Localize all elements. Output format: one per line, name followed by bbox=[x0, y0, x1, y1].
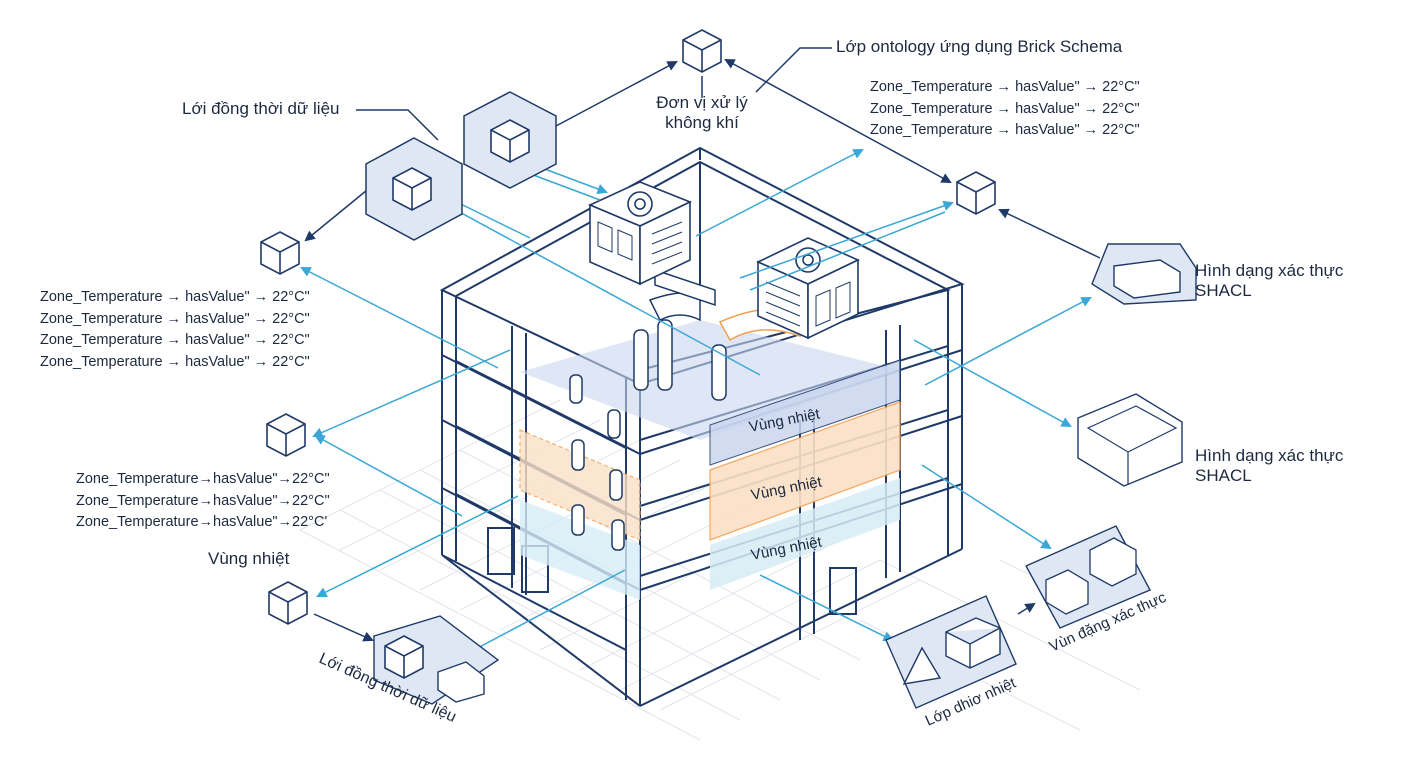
ductwork bbox=[569, 268, 801, 551]
cube-icon bbox=[956, 171, 996, 215]
zone-orange-left bbox=[519, 429, 641, 541]
readout-line: Zone_Temperature→hasValue"→22°C" bbox=[76, 492, 330, 509]
shacl-label-2: Hình dạng xác thực SHACL bbox=[1195, 446, 1343, 485]
ahu-label: Đơn vị xử lý không khí bbox=[640, 93, 764, 132]
data-grid-tile bbox=[373, 615, 500, 705]
brick-layer-label: Lớp ontology ứng dụng Brick Schema bbox=[836, 37, 1123, 56]
readout-line: Zone_Temperature → hasValue" → 22°C" bbox=[40, 310, 310, 327]
readout-line: Zone_Temperature → hasValue" → 22°C" bbox=[870, 100, 1140, 117]
cube-icon bbox=[268, 581, 308, 625]
box-icon bbox=[1045, 569, 1089, 615]
zone-left-label: Vùng nhiệt bbox=[208, 549, 290, 568]
shacl-label-2-line1: Hình dạng xác thực bbox=[1195, 446, 1344, 465]
shape-validate-tile bbox=[1025, 525, 1151, 629]
cube-icon bbox=[266, 413, 306, 457]
zone-box-3 bbox=[710, 478, 900, 590]
cube-icon bbox=[260, 231, 300, 275]
zone-light-left bbox=[520, 500, 640, 600]
readout-line: Zone_Temperature → hasValue" → 22°C" bbox=[40, 289, 310, 305]
thermal-zones bbox=[519, 320, 901, 600]
readout-left-lower: Zone_Temperature→hasValue"→22°C" Zone_Te… bbox=[76, 471, 330, 536]
shacl-label-1: Hình dạng xác thực SHACL bbox=[1195, 261, 1343, 300]
zone-floor-1 bbox=[520, 320, 900, 440]
rooftop-hvac-unit-icon bbox=[588, 181, 692, 286]
readout-line: Zone_Temperature → hasValue" → 22°C" bbox=[40, 354, 310, 371]
rooftop-hvac-unit-icon bbox=[756, 237, 860, 340]
readout-line: Zone_Temperature → hasValue" → 22°C" bbox=[40, 332, 310, 349]
readout-line: Zone_Temperature → hasValue" → 22°C" bbox=[870, 122, 1140, 139]
shacl-label-1-line2: SHACL bbox=[1195, 280, 1252, 300]
hexagon-cube-icon bbox=[365, 137, 463, 241]
box-icon bbox=[1077, 393, 1183, 487]
zone-box-2 bbox=[709, 401, 901, 541]
cube-icon bbox=[682, 29, 722, 73]
box-icon bbox=[945, 617, 1001, 669]
relation-arrows bbox=[304, 47, 1101, 642]
hexagon-cube-icon bbox=[463, 91, 557, 189]
readout-top-right: Zone_Temperature → hasValue" → 22°C" Zon… bbox=[870, 79, 1140, 144]
shacl-label-2-line2: SHACL bbox=[1195, 465, 1252, 485]
thermal-layer-tile bbox=[885, 595, 1017, 709]
data-grid-top-label: Lới đồng thời dữ liệu bbox=[182, 99, 340, 118]
zone-box-1 bbox=[709, 359, 901, 466]
box-icon bbox=[1089, 537, 1137, 587]
readout-left-upper: Zone_Temperature → hasValue" → 22°C" Zon… bbox=[40, 289, 310, 376]
pyramid-icon bbox=[902, 646, 942, 685]
ahu-label-line1: Đơn vị xử lý bbox=[656, 93, 748, 112]
box-icon bbox=[1091, 243, 1197, 305]
readout-line: Zone_Temperature→hasValue"→22°C' bbox=[76, 514, 328, 531]
ahu-label-line2: không khí bbox=[665, 112, 739, 132]
shacl-label-1-line1: Hình dạng xác thực bbox=[1195, 261, 1344, 280]
readout-line: Zone_Temperature → hasValue" → 22°C" bbox=[870, 79, 1140, 95]
readout-line: Zone_Temperature→hasValue"→22°C" bbox=[76, 471, 330, 487]
